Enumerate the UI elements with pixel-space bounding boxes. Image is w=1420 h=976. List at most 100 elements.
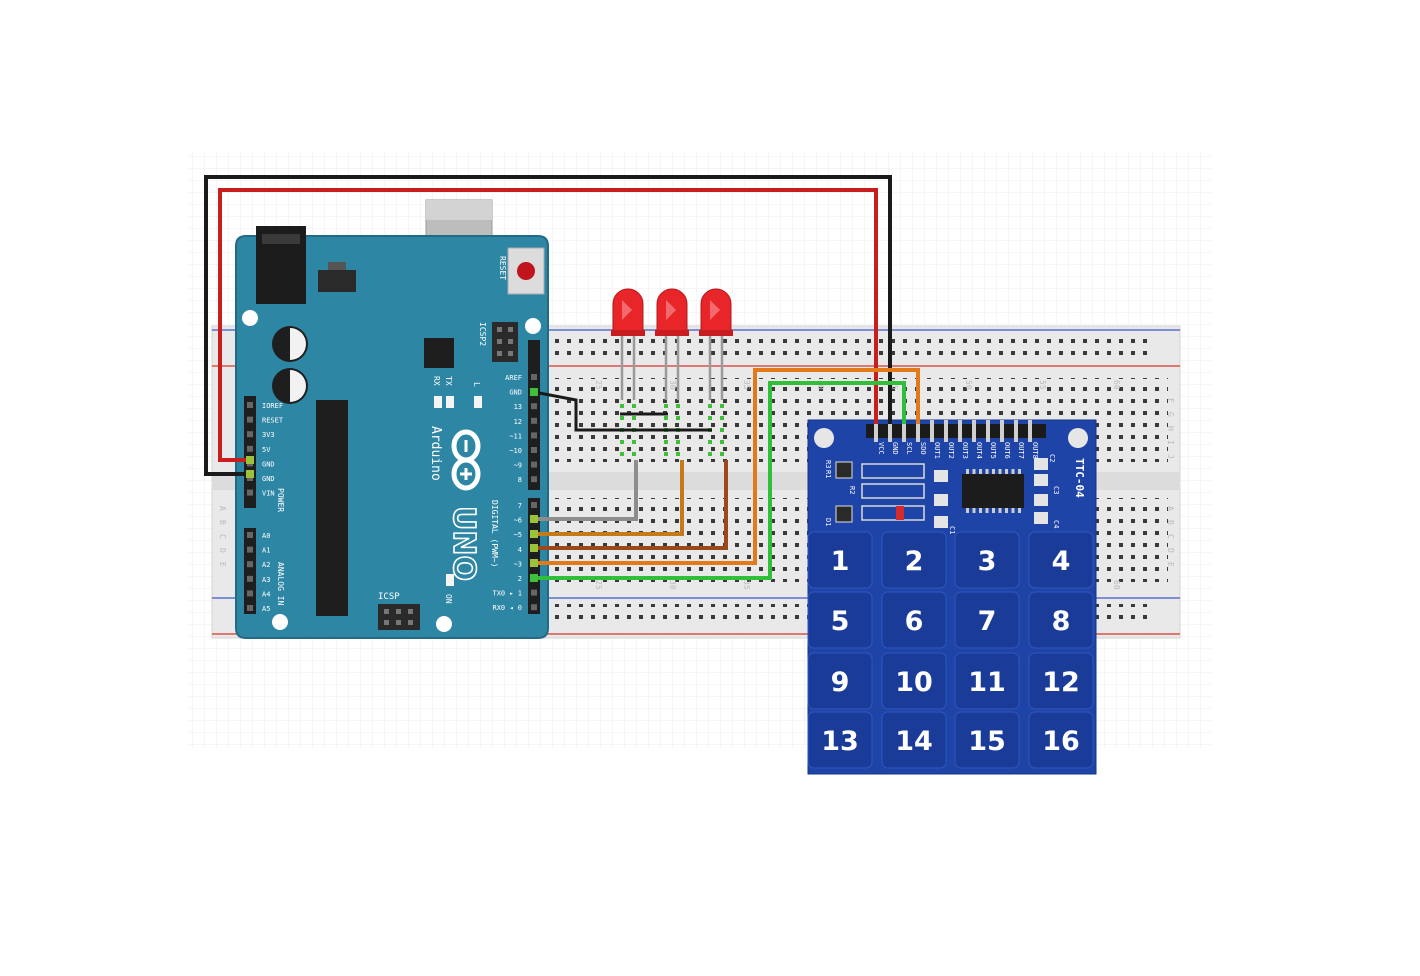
- keypad-key[interactable]: 3: [954, 531, 1020, 589]
- icsp2-label: ICSP2: [478, 322, 487, 346]
- keypad-pin-label: VCC: [877, 442, 885, 455]
- keypad-pin-label: SCL: [905, 442, 913, 455]
- keypad-key[interactable]: 10: [881, 652, 947, 710]
- analog-pin-label: A5: [262, 605, 270, 613]
- usb-chip: [424, 338, 454, 368]
- keypad-key[interactable]: 14: [881, 711, 947, 769]
- analog-pin-label: A4: [262, 590, 270, 598]
- keypad-key[interactable]: 8: [1028, 591, 1094, 649]
- power-pin-label: VIN: [262, 490, 275, 498]
- on-led: [446, 574, 454, 586]
- digital-pin-label: ~5: [514, 531, 522, 539]
- analog-pin-label: A2: [262, 561, 270, 569]
- keypad-pin-label: OUT4: [975, 442, 983, 459]
- key-label: 1: [831, 546, 850, 577]
- keypad-key[interactable]: 13: [807, 711, 873, 769]
- digital-pin-label: ~9: [514, 462, 522, 470]
- keypad-key[interactable]: 16: [1028, 711, 1094, 769]
- power-pin-label: RESET: [262, 417, 284, 425]
- keypad-key[interactable]: 7: [954, 591, 1020, 649]
- key-label: 16: [1042, 726, 1080, 757]
- key-label: 5: [831, 606, 850, 637]
- column-number: 60: [1112, 580, 1121, 590]
- key-label: 13: [821, 726, 859, 757]
- key-label: 12: [1042, 667, 1080, 698]
- keypad-key[interactable]: 2: [881, 531, 947, 589]
- component-label: C1: [948, 526, 956, 534]
- digital-pin-label: RX0 ◂ 0: [492, 604, 522, 612]
- key-label: 8: [1052, 606, 1071, 637]
- power-pin-label: 5V: [262, 446, 271, 454]
- column-number: 30: [668, 580, 677, 590]
- wire-pin5-brown: [534, 460, 684, 536]
- row-letter: A: [1166, 506, 1175, 511]
- wire-led-gnd-black: [533, 390, 712, 432]
- component-label: C3: [1052, 486, 1060, 494]
- digital-pin-label: 4: [518, 546, 522, 554]
- column-number: 30: [668, 380, 677, 390]
- digital-pin-label: GND: [509, 389, 522, 397]
- row-letter: A: [218, 506, 227, 511]
- key-label: 14: [895, 726, 933, 757]
- digital-pin-label: 2: [518, 575, 522, 583]
- l-led: [474, 396, 482, 408]
- wire-pin3-orange: [534, 368, 920, 565]
- digital-pin-label: 8: [518, 476, 522, 484]
- power-pin-label: IOREF: [262, 402, 283, 410]
- row-letter: D: [1166, 548, 1175, 553]
- power-pin-label: GND: [262, 475, 275, 483]
- keypad-pin-label: OUT3: [961, 442, 969, 459]
- arduino-pin-labels: IOREFRESET3V35VGNDGNDVINA0A1A2A3A4A5AREF…: [262, 374, 522, 613]
- led-group: [611, 288, 733, 456]
- digital-header-bottom: [528, 498, 540, 614]
- icsp2-header: [492, 322, 518, 362]
- digital-pin-label: 7: [518, 502, 522, 510]
- component-label: R3: [824, 460, 832, 468]
- column-number: 50: [964, 380, 973, 390]
- keypad-pin-label: OUT7: [1017, 442, 1025, 459]
- key-label: 6: [905, 606, 924, 637]
- red-led: [655, 288, 689, 456]
- keypad-pin-label: OUT2: [947, 442, 955, 459]
- keypad-pin-label: OUT6: [1003, 442, 1011, 459]
- keypad-key[interactable]: 11: [954, 652, 1020, 710]
- keypad-key[interactable]: 4: [1028, 531, 1094, 589]
- analog-pin-label: A0: [262, 532, 270, 540]
- keypad-pin-label: SDO: [919, 442, 927, 455]
- digital-pin-label: 13: [514, 403, 522, 411]
- power-pin-label: 3V3: [262, 431, 275, 439]
- row-letter: B: [218, 520, 227, 525]
- row-letter: G: [1166, 412, 1175, 417]
- analog-in-label: ANALOG IN: [276, 562, 285, 606]
- row-letter: I: [1166, 440, 1175, 445]
- keypad-key[interactable]: 15: [954, 711, 1020, 769]
- digital-pin-label: ~11: [509, 432, 522, 440]
- keypad-key[interactable]: 9: [807, 652, 873, 710]
- digital-pin-label: AREF: [505, 374, 522, 382]
- tx-led: [434, 396, 442, 408]
- key-label: 9: [831, 667, 850, 698]
- row-letter: B: [1166, 520, 1175, 525]
- digital-pin-label: ~3: [514, 560, 522, 568]
- key-label: 11: [968, 667, 1006, 698]
- rx-label: RX: [432, 376, 441, 386]
- power-pin-label: GND: [262, 460, 275, 468]
- digital-label: DIGITAL (PWM~): [490, 500, 499, 567]
- digital-pin-label: TX0 ▸ 1: [492, 590, 522, 598]
- keypad-pin-label: OUT1: [933, 442, 941, 459]
- keypad-key[interactable]: 5: [807, 591, 873, 649]
- tx-label: TX: [444, 376, 453, 386]
- keypad-key[interactable]: 12: [1028, 652, 1094, 710]
- keypad-key[interactable]: 6: [881, 591, 947, 649]
- key-label: 2: [905, 546, 924, 577]
- key-label: 4: [1052, 546, 1071, 577]
- wire-5v-red: [218, 188, 878, 462]
- reset-label: RESET: [498, 256, 507, 280]
- keypad-key[interactable]: 1: [807, 531, 873, 589]
- icsp-label: ICSP: [378, 592, 400, 602]
